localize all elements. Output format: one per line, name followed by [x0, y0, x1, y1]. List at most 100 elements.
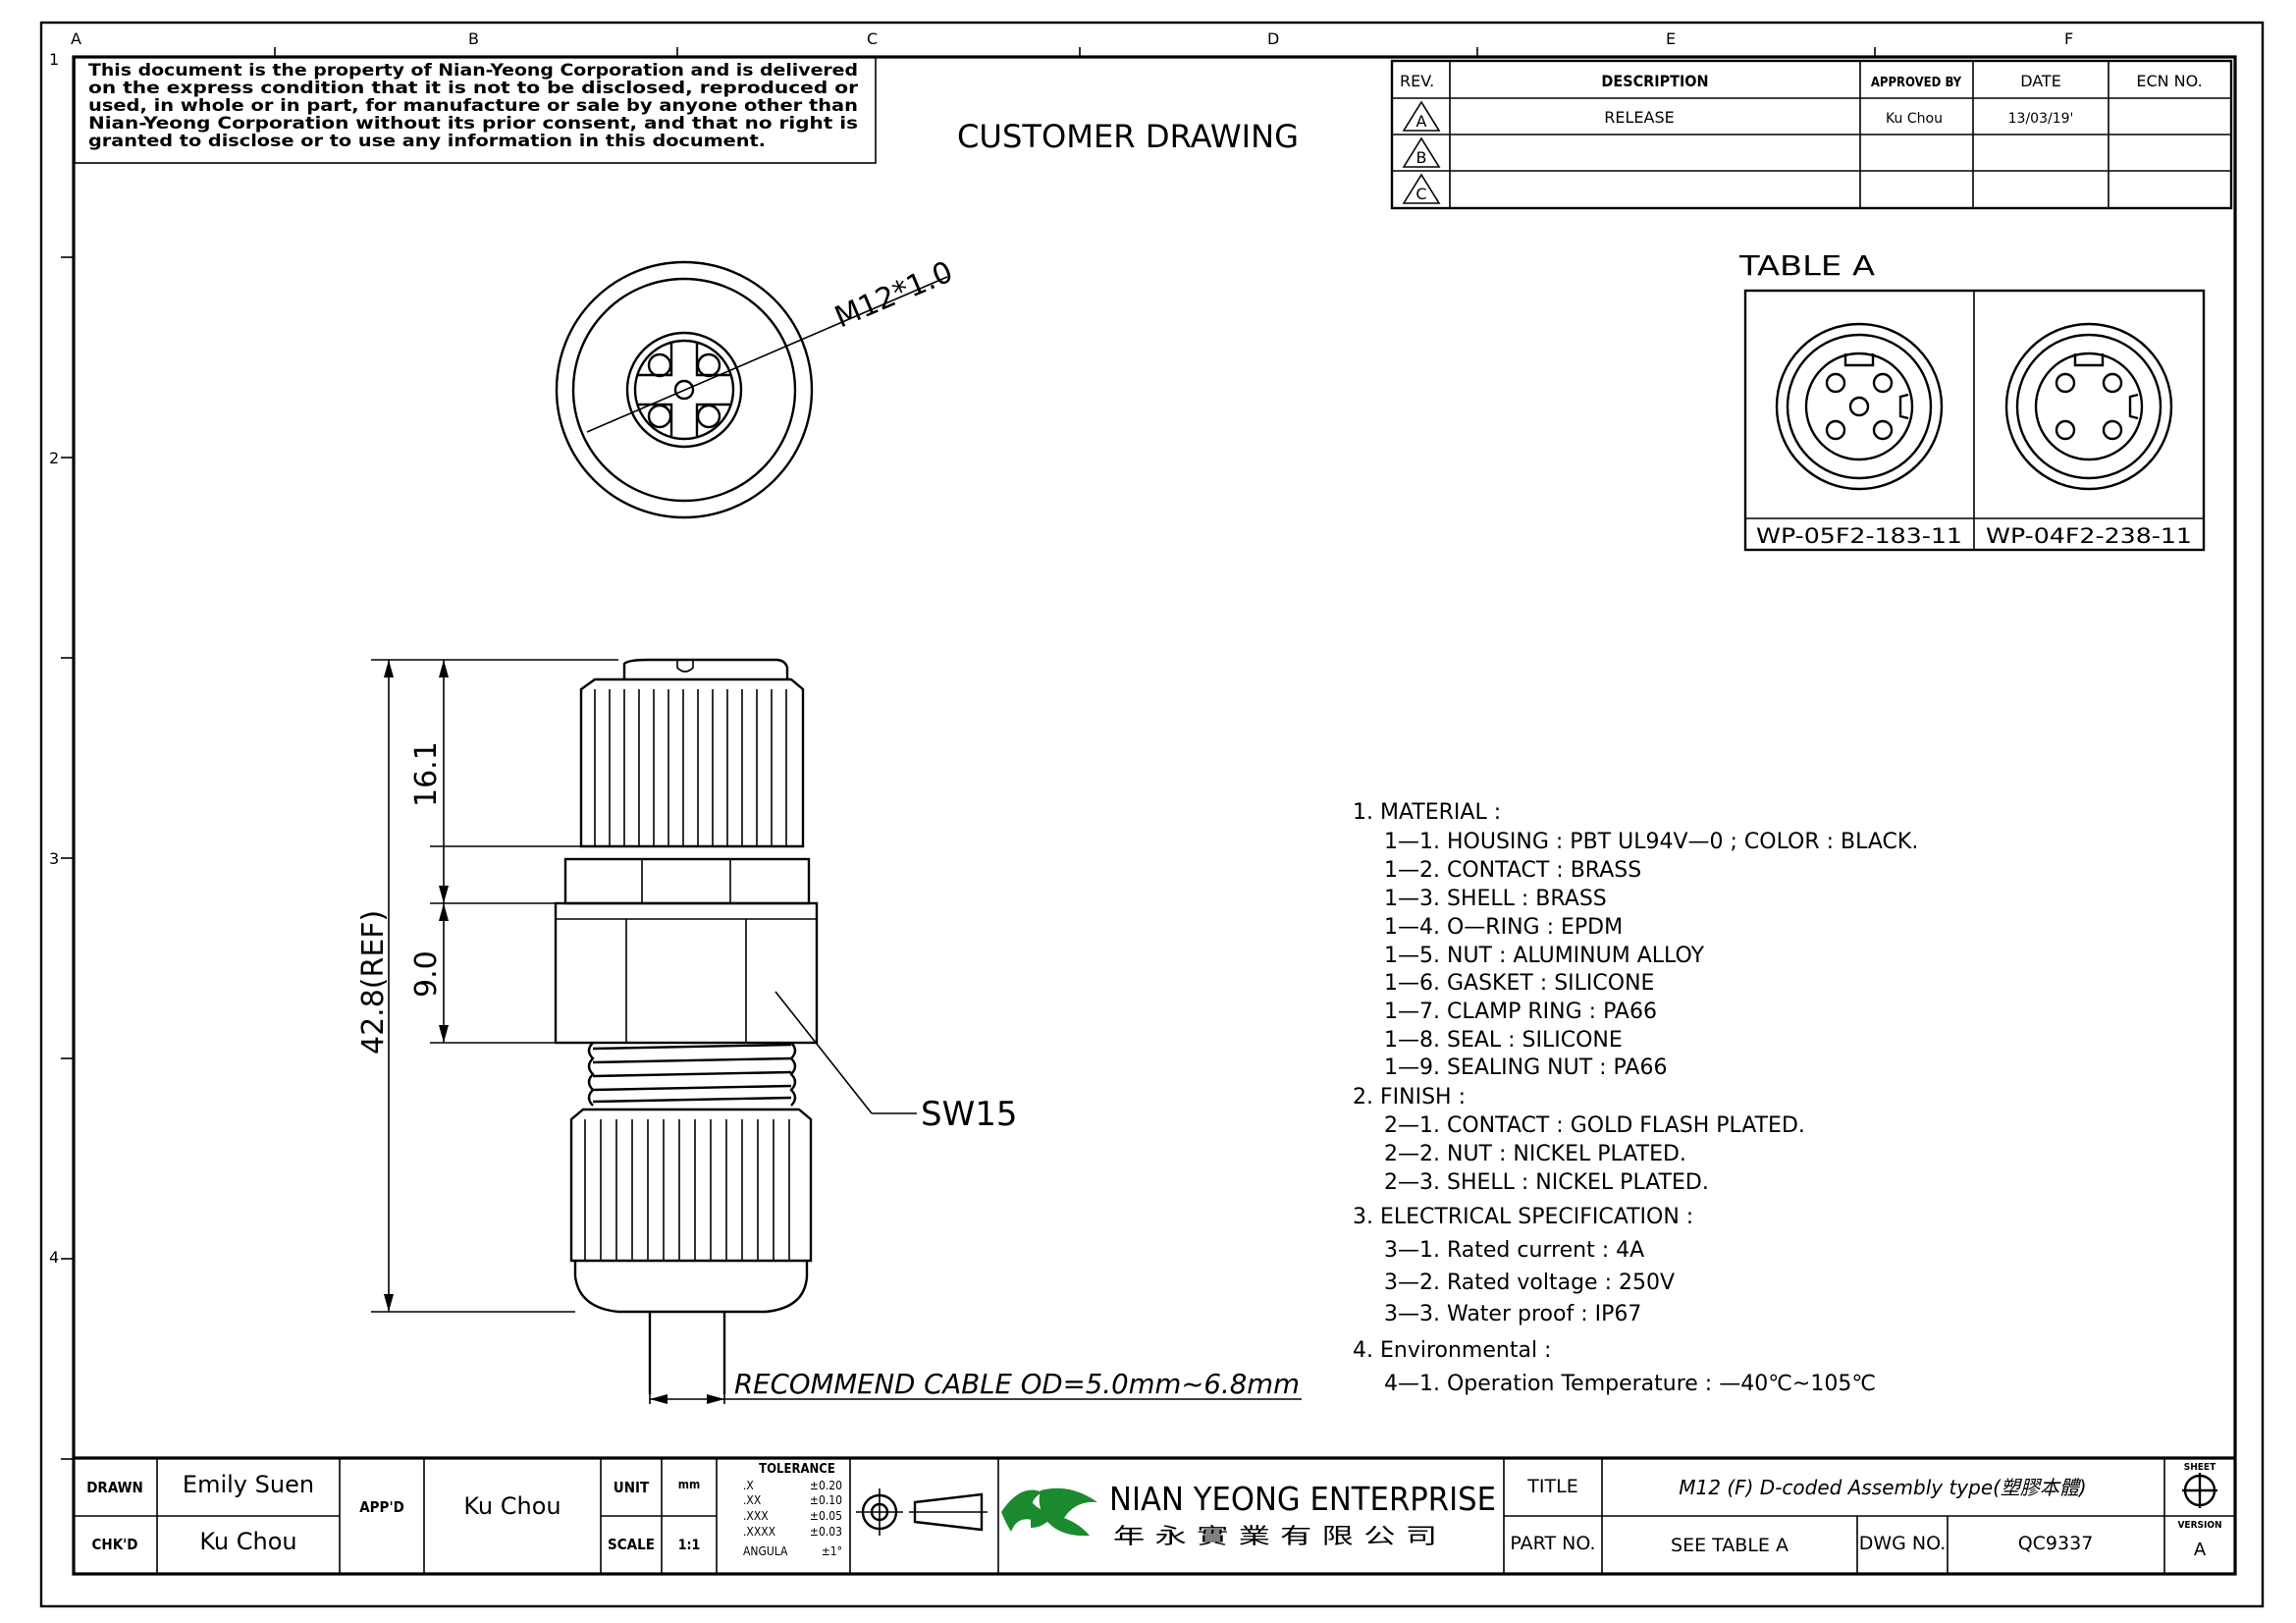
scale-value: 1:1 [678, 1538, 701, 1553]
row-number-4: 4 [49, 1248, 59, 1267]
tol-val-1: ±0.20 [810, 1479, 842, 1492]
table-a-item-2: WP-04F2-238-11 [1986, 524, 2192, 548]
rev-triangle-b-icon: B [1402, 136, 1441, 168]
notice-line-2: on the express condition that it is not … [88, 79, 859, 98]
rev-header-ecn: ECN NO. [2136, 72, 2202, 90]
unit-value: mm [678, 1478, 701, 1491]
note-line-20: 4—1. Operation Temperature : —40℃~105℃ [1384, 1372, 1876, 1396]
note-line-9: 1—8. SEAL : SILICONE [1384, 1028, 1623, 1053]
scale-label: SCALE [608, 1536, 655, 1553]
title-label: TITLE [1526, 1476, 1577, 1497]
note-line-18: 3—3. Water proof : IP67 [1384, 1302, 1641, 1326]
drawing-frame: A B C D E F 1 2 3 4 [39, 21, 2265, 1608]
note-line-11: 2. FINISH : [1353, 1085, 1466, 1109]
table-a-item-1: WP-05F2-183-11 [1756, 524, 1962, 548]
rev-triangle-a-icon: A [1402, 100, 1441, 132]
dim-overall-length: 42.8(REF) [356, 910, 391, 1055]
rev-header-approved: APPROVED BY [1871, 76, 1962, 90]
sheet-label: SHEET [2184, 1462, 2216, 1473]
dimension-lines [371, 659, 1302, 1404]
rev-a-date: 13/03/19' [2008, 111, 2074, 127]
note-line-13: 2—2. NUT : NICKEL PLATED. [1384, 1142, 1686, 1166]
dimension-arrows [384, 660, 724, 1404]
rev-header-rev: REV. [1400, 72, 1434, 90]
chkd-label: CHK'D [92, 1536, 138, 1553]
col-letter-c: C [867, 29, 878, 48]
chkd-value: Ku Chou [199, 1528, 296, 1555]
lower-nut-knurl [584, 1119, 790, 1261]
thread-section [587, 1042, 797, 1107]
notice-line-3: used, in whole or in part, for manufactu… [88, 96, 858, 116]
row-number-1: 1 [49, 50, 59, 69]
cable-od-note: RECOMMEND CABLE OD=5.0mm~6.8mm [734, 1368, 1300, 1400]
part-value: SEE TABLE A [1671, 1535, 1789, 1556]
version-value: A [2194, 1540, 2207, 1560]
table-a: TABLE A WP-05F2-183-11 WP-04F2-238-11 [1738, 249, 2206, 552]
note-line-8: 1—7. CLAMP RING : PA66 [1384, 1000, 1657, 1024]
rev-header-description: DESCRIPTION [1601, 72, 1708, 90]
table-a-title: TABLE A [1738, 249, 1875, 282]
tol-key-2: .XX [743, 1493, 762, 1507]
property-notice: This document is the property of Nian-Ye… [74, 56, 877, 164]
note-line-17: 3—2. Rated voltage : 250V [1384, 1271, 1675, 1295]
note-line-2: 1—1. HOUSING : PBT UL94V—0 ; COLOR : BLA… [1384, 830, 1918, 854]
note-line-1: 1. MATERIAL : [1353, 800, 1501, 825]
note-line-10: 1—9. SEALING NUT : PA66 [1384, 1055, 1667, 1080]
row-number-2: 2 [49, 449, 59, 467]
tol-val-2: ±0.10 [810, 1493, 842, 1507]
note-line-5: 1—4. O—RING : EPDM [1384, 915, 1623, 940]
top-nut-knurl [594, 689, 787, 846]
thread-size-label: M12*1.0 [829, 255, 957, 336]
col-letter-b: B [468, 29, 479, 48]
col-letter-d: D [1267, 29, 1279, 48]
connector-face-4pin-icon [2004, 322, 2173, 491]
dim-hex-height: 9.0 [409, 950, 444, 998]
revision-table: REV. DESCRIPTION APPROVED BY DATE ECN NO… [1390, 59, 2233, 210]
col-letter-f: F [2064, 29, 2073, 48]
appd-value: Ku Chou [463, 1492, 561, 1520]
unit-label: UNIT [614, 1479, 650, 1496]
company-name: NIAN YEONG ENTERPRISE [1109, 1480, 1496, 1518]
tol-val-4: ±0.03 [810, 1525, 842, 1539]
drawn-value: Emily Suen [183, 1471, 314, 1498]
tolerance-title: TOLERANCE [759, 1462, 835, 1477]
rev-triangle-c-icon: C [1402, 173, 1441, 204]
drawn-label: DRAWN [86, 1479, 143, 1496]
notice-line-5: granted to disclose or to use any inform… [88, 132, 766, 151]
side-view: 42.8(REF) 16.1 9.0 SW15 RECOMMEND CABLE … [356, 658, 1302, 1404]
note-line-19: 4. Environmental : [1353, 1338, 1551, 1363]
dwg-value: QC9337 [2018, 1533, 2094, 1554]
svg-text:C: C [1415, 185, 1426, 203]
tol-val-3: ±0.05 [810, 1509, 842, 1523]
notice-line-4: Nian-Yeong Corporation without its prior… [88, 114, 858, 134]
tol-key-5: ANGULA [743, 1544, 788, 1558]
rev-a-description: RELEASE [1604, 108, 1674, 127]
col-letter-e: E [1666, 29, 1676, 48]
svg-text:B: B [1416, 148, 1427, 167]
specification-notes: 1. MATERIAL : 1—1. HOUSING : PBT UL94V—0… [1353, 800, 1918, 1396]
title-value: M12 (F) D-coded Assembly type(塑膠本體) [1679, 1476, 2086, 1499]
version-label: VERSION [2177, 1520, 2221, 1531]
col-letter-a: A [71, 29, 81, 48]
projection-symbol-icon [856, 1488, 988, 1536]
rev-header-date: DATE [2020, 72, 2061, 90]
note-line-7: 1—6. GASKET : SILICONE [1384, 971, 1654, 996]
company-name-cn: 年 永 實 業 有 限 公 司 [1113, 1525, 1437, 1549]
appd-label: APP'D [359, 1498, 404, 1516]
note-line-4: 1—3. SHELL : BRASS [1384, 887, 1607, 911]
tol-key-4: .XXXX [743, 1525, 776, 1539]
note-line-14: 2—3. SHELL : NICKEL PLATED. [1384, 1170, 1709, 1195]
tol-key-1: .X [743, 1479, 754, 1492]
tol-val-5: ±1° [822, 1544, 842, 1558]
note-line-15: 3. ELECTRICAL SPECIFICATION : [1353, 1205, 1693, 1229]
connector-face-5pin-icon [1775, 322, 1944, 491]
part-label: PART NO. [1510, 1533, 1595, 1554]
title-block: DRAWN Emily Suen CHK'D Ku Chou APP'D Ku … [74, 1456, 2235, 1574]
dwg-label: DWG NO. [1859, 1533, 1947, 1554]
note-line-12: 2—1. CONTACT : GOLD FLASH PLATED. [1384, 1113, 1805, 1138]
note-line-16: 3—1. Rated current : 4A [1384, 1238, 1644, 1263]
note-line-3: 1—2. CONTACT : BRASS [1384, 858, 1641, 883]
dim-nut-height: 16.1 [409, 741, 444, 807]
svg-text:A: A [1416, 112, 1427, 131]
